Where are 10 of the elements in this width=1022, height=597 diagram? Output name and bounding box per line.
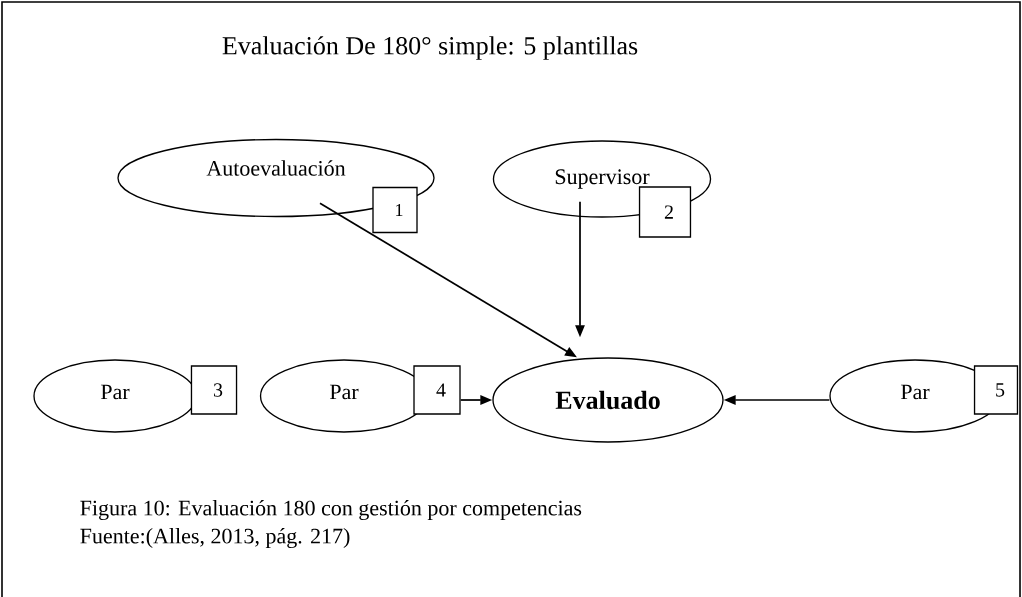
ellipse-node: Evaluado [492, 357, 724, 443]
number-box: 2 [638, 186, 692, 238]
caption: Figura 10: Evaluación 180 con gestión por competencias [80, 500, 582, 521]
number-box: 4 [413, 365, 461, 415]
number-box: 5 [973, 365, 1019, 415]
title: Evaluación De 180° simple: 5 plantillas [222, 36, 638, 60]
ellipse-node: Par [33, 359, 197, 433]
source-note: Fuente:(Alles, 2013, pág. 217) [80, 528, 350, 549]
number-box: 3 [190, 365, 238, 415]
number-box: 1 [372, 186, 418, 234]
